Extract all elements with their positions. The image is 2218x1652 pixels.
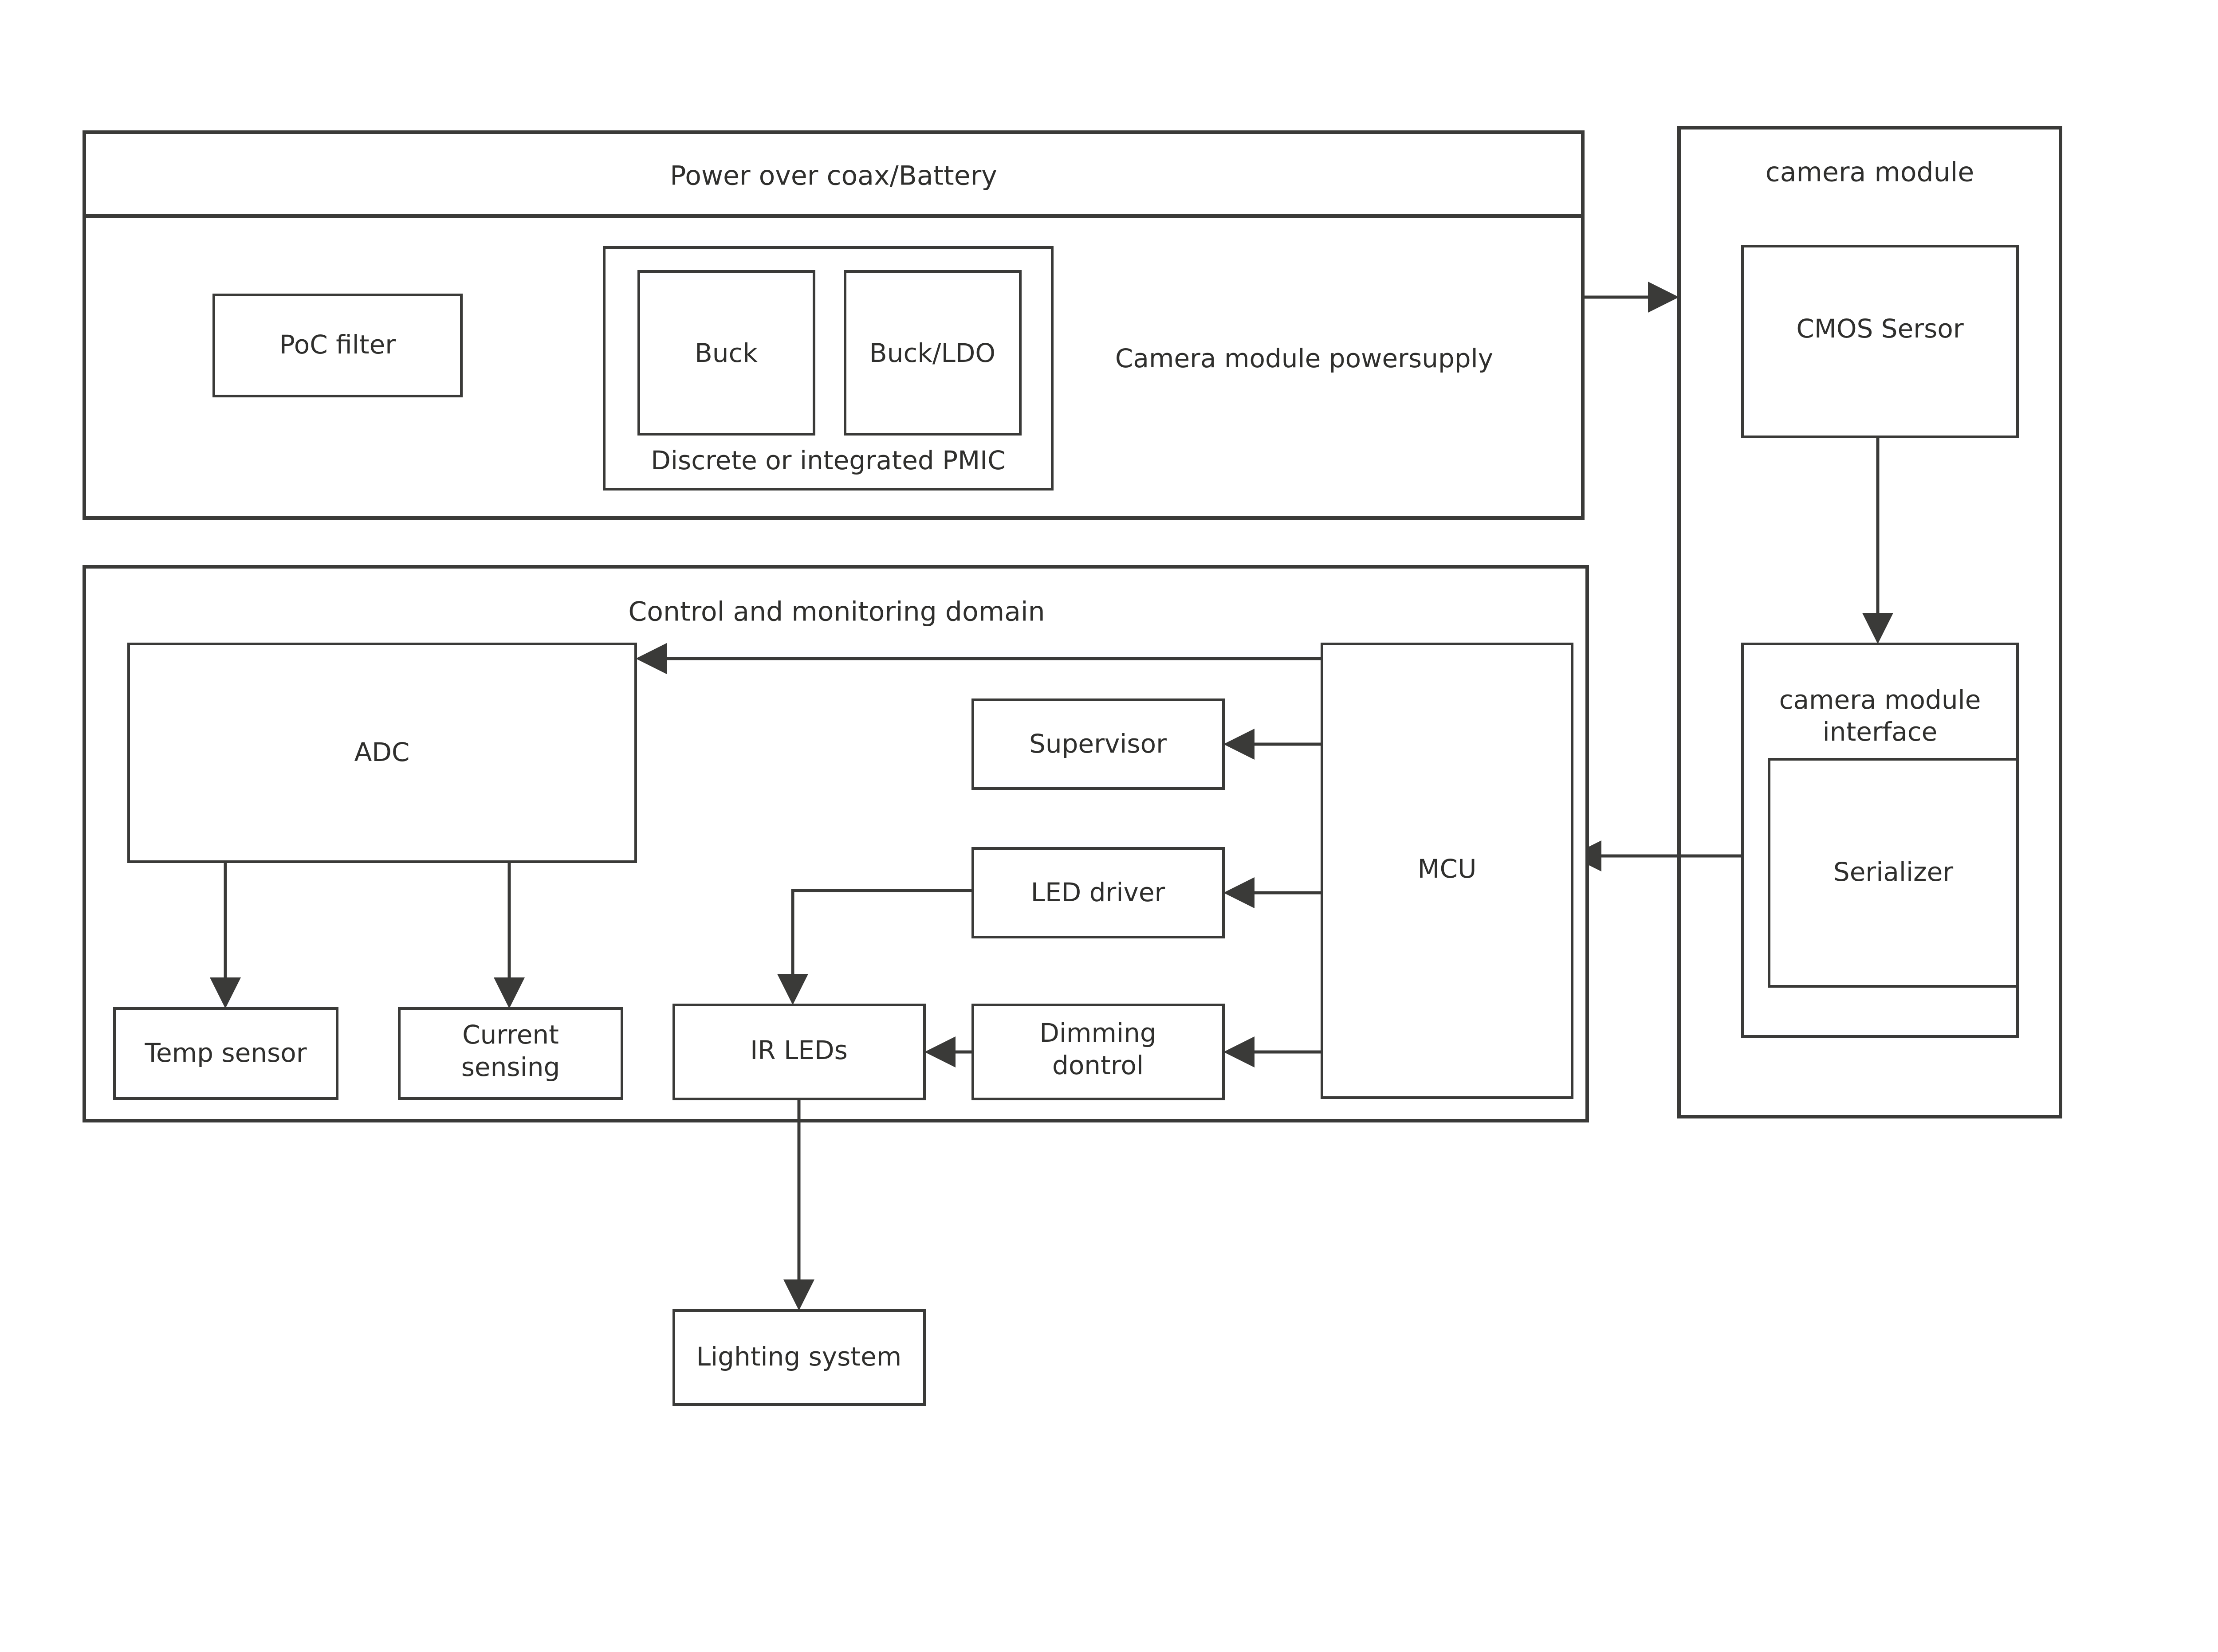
camera-powersupply-label: Camera module powersupply [1115, 343, 1493, 373]
led-driver-label: LED driver [1031, 877, 1165, 907]
current-sensing-label-line2: sensing [461, 1052, 560, 1082]
arrowhead-adc-to-temp-sensor [210, 977, 241, 1008]
serializer-box [1768, 758, 2019, 988]
lighting-system-label: Lighting system [696, 1342, 902, 1372]
arrowhead-dimming-to-ir-leds [924, 1036, 956, 1067]
ir-leds-box [672, 1004, 926, 1100]
arrowhead-mcu-to-led-driver [1223, 877, 1255, 908]
poc-filter-label: PoC filter [279, 330, 396, 360]
buck-label: Buck [695, 338, 758, 368]
arrowhead-mcu-to-supervisor [1223, 729, 1255, 760]
poc-filter-box [212, 294, 463, 397]
serializer-label: Serializer [1833, 857, 1953, 887]
arrowhead-led-driver-to-ir-leds [777, 974, 808, 1005]
dimming-control-label-line1: Dimming [1039, 1018, 1156, 1048]
temp-sensor-label: Temp sensor [144, 1038, 307, 1068]
current-sensing-box [398, 1007, 623, 1100]
ir-leds-label: IR LEDs [750, 1035, 848, 1065]
mcu-label: MCU [1418, 854, 1477, 884]
supervisor-label: Supervisor [1029, 729, 1167, 759]
camera-module-interface-label-line2: interface [1823, 717, 1938, 747]
arrowhead-power-to-camera [1648, 282, 1679, 313]
lighting-system-box [672, 1309, 926, 1406]
power-domain-header-label: Power over coax/Battery [670, 161, 997, 192]
cmos-sensor-label: CMOS Sersor [1796, 314, 1963, 344]
current-sensing-label-line1: Current [462, 1020, 559, 1050]
camera-module-interface-label-line1: camera module [1779, 685, 1981, 715]
arrowhead-cmos-to-interface [1862, 613, 1893, 644]
buck-ldo-box [844, 270, 1022, 436]
mcu-box [1321, 643, 1573, 1099]
supervisor-box [971, 698, 1225, 790]
pmic-label: Discrete or integrated PMIC [651, 445, 1006, 475]
dimming-control-box [971, 1004, 1225, 1100]
dimming-control-label-line2: dontrol [1052, 1050, 1144, 1080]
buck-ldo-label: Buck/LDO [869, 338, 995, 368]
arrowhead-adc-to-current-sensing [494, 977, 525, 1008]
control-domain-header-label: Control and monitoring domain [628, 596, 1045, 628]
connector-led-driver-to-ir-leds [791, 889, 973, 985]
cmos-sensor-box [1741, 245, 2019, 438]
buck-box [637, 270, 815, 436]
arrowhead-ir-leds-to-lighting [783, 1279, 814, 1311]
camera-module-header-label: camera module [1766, 157, 1974, 188]
adc-box [127, 643, 637, 863]
led-driver-box [971, 847, 1225, 938]
arrowhead-mcu-to-dimming-control [1223, 1036, 1255, 1067]
adc-label: ADC [354, 737, 410, 767]
temp-sensor-box [113, 1007, 338, 1100]
arrowhead-mcu-to-adc [636, 643, 667, 674]
